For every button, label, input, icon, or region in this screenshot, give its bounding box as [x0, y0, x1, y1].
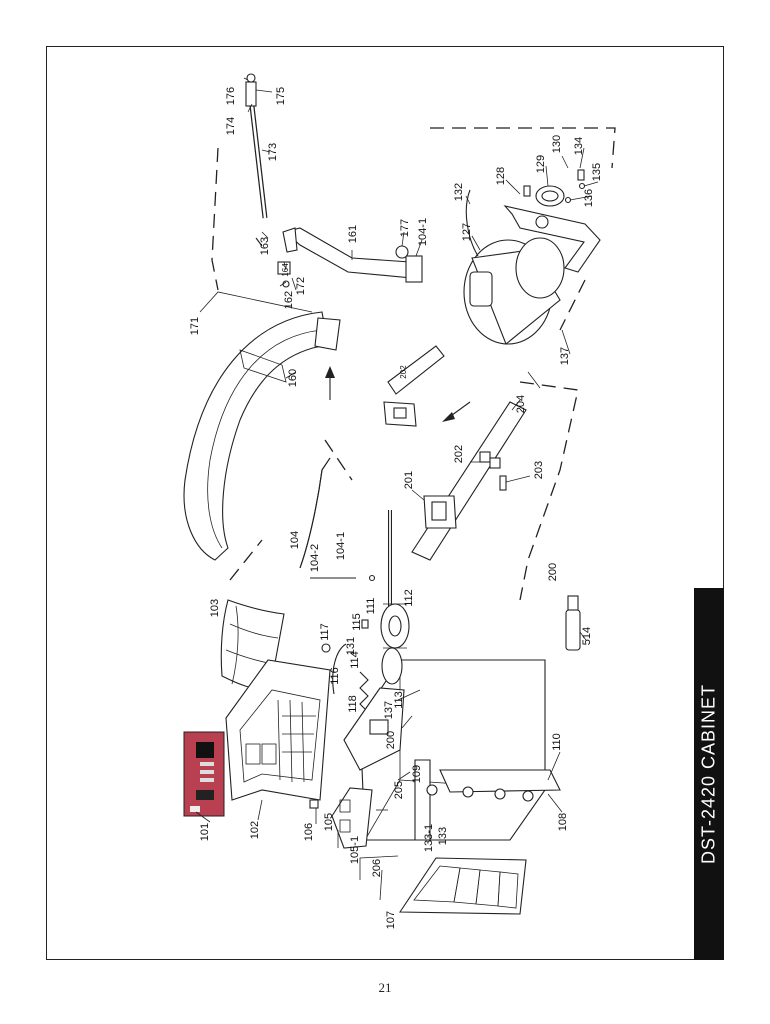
callout-108: 108	[557, 813, 569, 831]
callout-105-1: 105-1	[349, 836, 361, 864]
callout-164: 164	[281, 263, 290, 277]
callout-106: 106	[303, 823, 315, 841]
callout-127: 127	[461, 223, 473, 241]
motor-127	[463, 237, 565, 345]
callout-206: 206	[371, 859, 383, 877]
callout-118: 118	[347, 695, 359, 713]
spring-118	[359, 671, 369, 713]
callout-177: 177	[399, 219, 411, 237]
callout-104-1b: 104-1	[417, 218, 429, 246]
arm-assembly-boundary	[211, 147, 219, 291]
callout-111: 111	[365, 598, 377, 615]
callout-112: 112	[403, 589, 415, 607]
callout-137a: 137	[383, 701, 395, 719]
callout-104: 104	[289, 531, 301, 549]
callout-163: 163	[259, 237, 271, 255]
callout-174: 174	[225, 117, 237, 135]
bracket-105	[331, 787, 373, 849]
callout-114: 114	[349, 651, 361, 669]
diagonal-arrow	[442, 401, 471, 422]
callout-204: 204	[515, 395, 527, 413]
tray-boundary	[229, 539, 263, 581]
callout-514: 514	[581, 627, 593, 645]
board-assembly-200	[411, 401, 527, 561]
callout-129: 129	[535, 155, 547, 173]
callout-133-1: 133-1	[423, 824, 435, 852]
callout-135: 135	[591, 163, 603, 181]
callout-176: 176	[225, 87, 237, 105]
callout-161: 161	[347, 225, 359, 243]
callout-107: 107	[385, 911, 397, 929]
pulley-129	[535, 185, 565, 207]
hub-111	[380, 603, 410, 649]
callout-171: 171	[189, 317, 201, 335]
storage-tray-107	[398, 857, 527, 915]
callout-105: 105	[323, 813, 335, 831]
callout-200b: 200	[547, 563, 559, 581]
motor-assembly-boundary	[430, 127, 616, 331]
tray-lid-102	[225, 659, 331, 809]
callout-162: 162	[283, 291, 295, 309]
motor-hardware	[465, 169, 586, 257]
callout-134: 134	[573, 137, 585, 155]
rod-173	[245, 73, 268, 219]
callout-104-1a: 104-1	[335, 532, 347, 560]
motor-bracket-128	[503, 205, 601, 273]
callout-117: 117	[319, 623, 331, 641]
control-box-200	[343, 687, 405, 771]
up-arrow	[325, 366, 335, 400]
leader-lines	[195, 77, 599, 901]
callout-175: 175	[275, 87, 287, 105]
callout-130: 130	[551, 135, 563, 153]
callout-160: 160	[287, 369, 299, 387]
callout-201: 201	[403, 471, 415, 489]
callout-133: 133	[437, 827, 449, 845]
feet-108	[426, 784, 534, 802]
callout-109: 109	[411, 765, 423, 783]
page-number: 21	[378, 980, 392, 995]
callout-132: 132	[453, 183, 465, 201]
title-bar	[694, 588, 724, 960]
callout-101: 101	[199, 823, 211, 841]
callout-172: 172	[295, 277, 307, 295]
arm-161	[282, 227, 423, 283]
callout-104-2: 104-2	[309, 544, 321, 572]
callout-203: 203	[533, 461, 545, 479]
display-panel-101	[183, 731, 225, 817]
callout-103: 103	[209, 599, 221, 617]
hose-116	[332, 643, 347, 695]
callout-128: 128	[495, 167, 507, 185]
callout-202b: 202	[453, 445, 465, 463]
callout-173: 173	[267, 143, 279, 161]
hood-boundary	[324, 439, 353, 481]
pin-514	[565, 595, 581, 651]
page-frame	[46, 46, 724, 960]
callout-102: 102	[249, 821, 261, 839]
board-assembly-boundary	[519, 381, 579, 601]
callout-110: 110	[551, 733, 563, 751]
callout-137b: 137	[559, 347, 571, 365]
callout-136: 136	[583, 189, 595, 207]
board-202-upper	[383, 345, 445, 427]
callout-131: 131	[345, 637, 357, 655]
callout-116: 116	[329, 667, 341, 685]
callout-202a: 202	[399, 365, 408, 379]
flange-113	[381, 647, 403, 685]
handle-104	[299, 457, 331, 569]
small-parts	[321, 574, 376, 653]
hood-160	[183, 311, 341, 561]
callout-200a: 200	[385, 731, 397, 749]
callout-115: 115	[351, 613, 363, 631]
callout-205: 205	[393, 781, 405, 799]
callout-113: 113	[393, 691, 405, 709]
